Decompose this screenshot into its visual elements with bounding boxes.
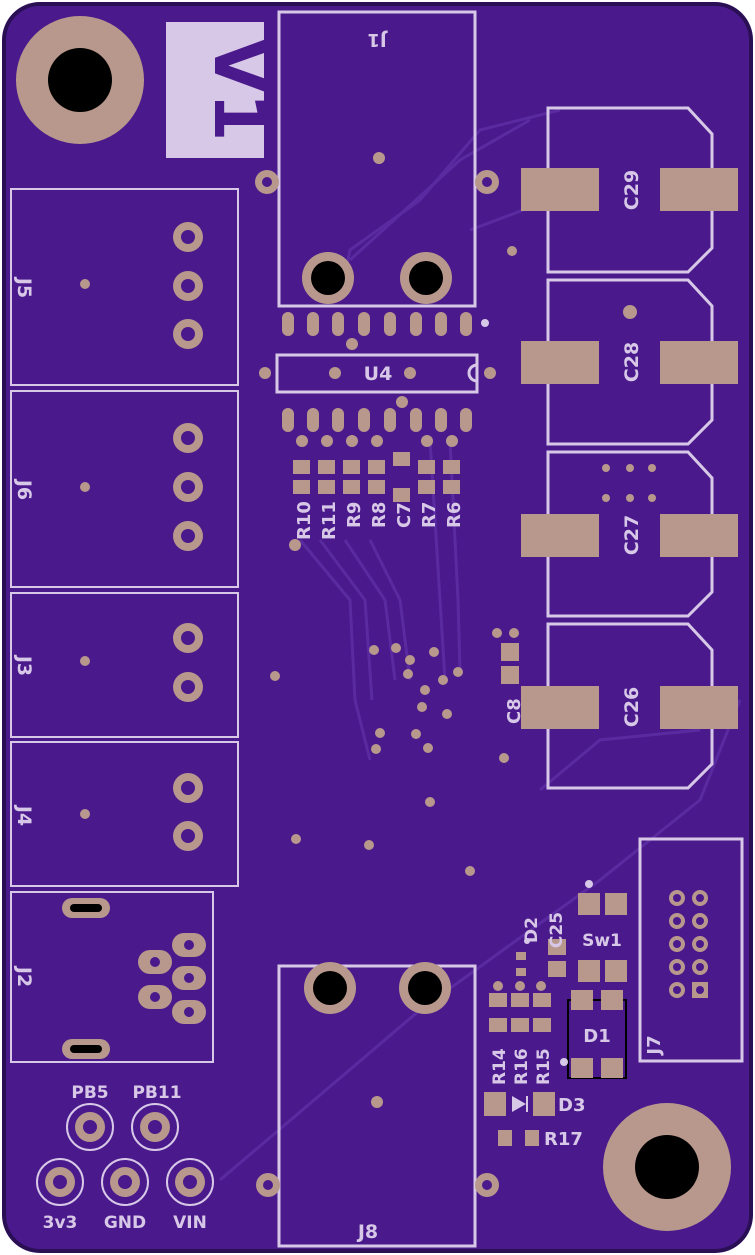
diode-d1: D1 — [560, 990, 627, 1079]
j8-label: J8 — [356, 1221, 378, 1243]
sw1-label: Sw1 — [582, 931, 622, 951]
d2-label: D2 — [522, 917, 542, 943]
version-mark: V1 — [166, 22, 280, 158]
capacitor-c27: C27 — [521, 450, 738, 618]
r11-label: R11 — [319, 501, 340, 540]
resistors-bottom: R14 R16 R15 — [489, 981, 554, 1085]
j7-label: J7 — [644, 1035, 665, 1056]
3v3-label: 3v3 — [43, 1213, 78, 1233]
connector-j2: J2 — [10, 891, 214, 1063]
r8-label: R8 — [369, 502, 390, 528]
r6-label: R6 — [444, 502, 465, 528]
diode-d2: D2 — [516, 917, 542, 976]
r7-label: R7 — [419, 502, 440, 528]
j5-label: J5 — [13, 276, 35, 298]
connector-j7: J7 — [638, 837, 744, 1063]
c29-label: C29 — [621, 170, 643, 210]
copper-traces — [219, 108, 742, 1182]
capacitor-c26: C26 — [521, 622, 738, 790]
j2-label: J2 — [13, 965, 35, 987]
connector-j8: J8 — [256, 962, 499, 1248]
connector-j6: J6 — [10, 390, 239, 588]
resistor-array: R10 R11 R9 R8 C7 R7 R6 — [289, 435, 465, 551]
d3-label: D3 — [558, 1095, 585, 1116]
header-pins: PB5 PB11 3v3 GND VIN — [36, 1083, 214, 1233]
j1-label: J1 — [367, 29, 388, 50]
connector-j3: J3 — [10, 592, 239, 738]
r9-label: R9 — [344, 502, 365, 528]
j3-label: J3 — [13, 654, 35, 676]
capacitor-c28: C28 — [521, 278, 738, 446]
connector-j5: J5 — [10, 188, 239, 386]
resistor-r17: R17 — [498, 1129, 583, 1150]
vias — [270, 246, 517, 876]
c7-label: C7 — [394, 502, 415, 528]
capacitor-c8: C8 — [492, 628, 525, 724]
c27-label: C27 — [621, 515, 643, 555]
switch-sw1: Sw1 — [578, 880, 627, 982]
c28-label: C28 — [621, 342, 643, 382]
gnd-label: GND — [104, 1213, 146, 1233]
connector-j4: J4 — [10, 741, 239, 887]
r14-label: R14 — [490, 1048, 510, 1085]
pb11-label: PB11 — [132, 1083, 181, 1103]
d1-label: D1 — [583, 1026, 610, 1047]
c8-label: C8 — [504, 698, 525, 724]
r10-label: R10 — [294, 501, 315, 540]
j6-label: J6 — [13, 478, 35, 500]
version-label: V1 — [198, 39, 280, 142]
c26-label: C26 — [621, 687, 643, 727]
u4-label: U4 — [364, 363, 393, 385]
connector-j1: J1 — [255, 10, 499, 308]
r16-label: R16 — [512, 1048, 532, 1085]
ic-u4: U4 — [259, 312, 496, 432]
r17-label: R17 — [544, 1129, 583, 1150]
diode-d3: D3 — [484, 1092, 585, 1116]
capacitor-c29: C29 — [521, 106, 738, 274]
mounting-hole-bottom-right — [603, 1103, 731, 1231]
c25-label: C25 — [547, 912, 567, 948]
capacitor-c25: C25 — [547, 912, 567, 977]
pb5-label: PB5 — [71, 1083, 108, 1103]
vin-label: VIN — [173, 1213, 207, 1233]
r15-label: R15 — [534, 1048, 554, 1085]
mounting-hole-top-left — [16, 16, 144, 144]
j4-label: J4 — [13, 804, 35, 826]
